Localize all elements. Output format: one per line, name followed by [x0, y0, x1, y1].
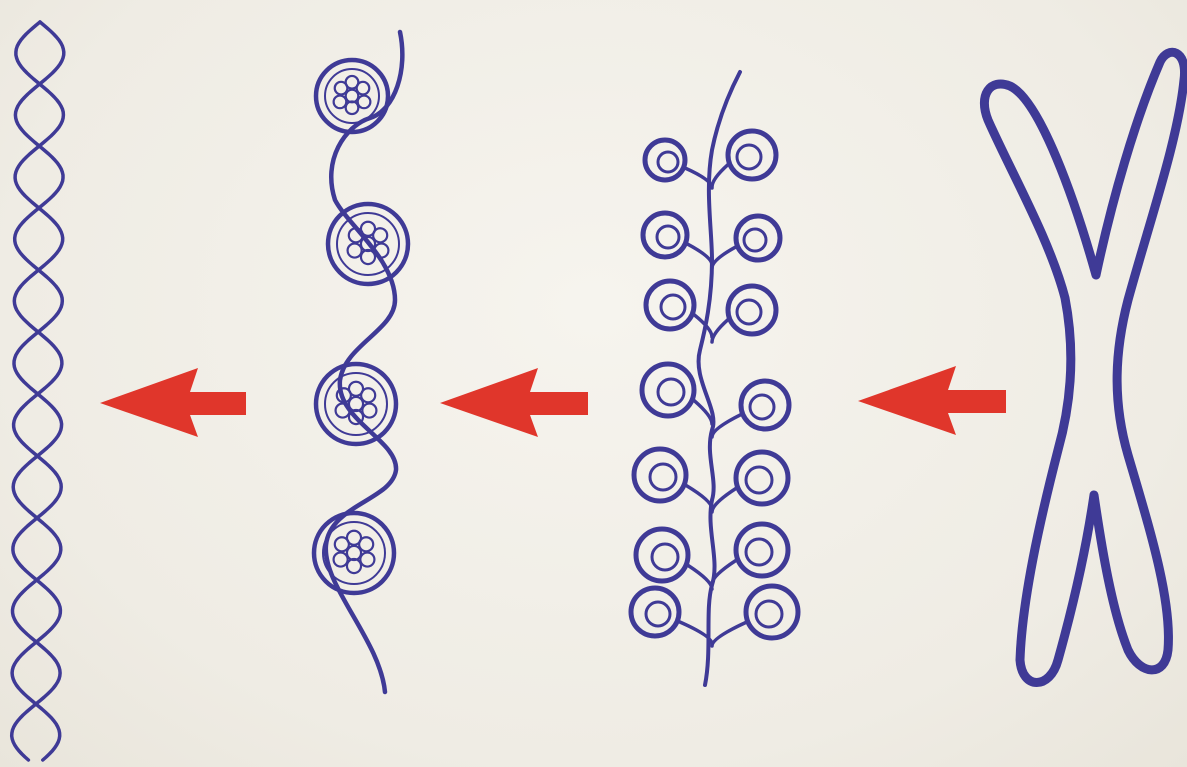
chromatin-loop	[645, 140, 712, 188]
chromatin-loop	[712, 452, 788, 512]
x-chromosome-icon	[984, 52, 1184, 682]
arrow-left-3	[858, 366, 1006, 435]
chromatin-loop	[712, 586, 798, 646]
chromatin-loop	[643, 213, 712, 265]
chromatin-loop	[712, 216, 780, 268]
fiber-backbone	[699, 72, 740, 685]
double-helix-icon	[12, 22, 64, 760]
chromatin-loop	[712, 131, 776, 187]
looped-fiber-icon	[631, 72, 798, 685]
nucleosome-bead	[316, 60, 388, 132]
chromatin-loop	[646, 281, 712, 337]
helix-strand-2	[12, 22, 63, 760]
beads-on-string-icon	[314, 32, 408, 692]
arrow-left-2	[440, 368, 588, 437]
nucleosome-bead	[316, 364, 396, 444]
chromatin-loop	[712, 381, 789, 437]
chromatin-loop	[631, 588, 712, 644]
chromatin-loop	[712, 524, 788, 584]
chromatin-loop	[634, 449, 712, 509]
arrow-left-1	[100, 368, 246, 437]
chromatin-loop	[636, 529, 712, 589]
chromatin-loop	[712, 286, 776, 342]
